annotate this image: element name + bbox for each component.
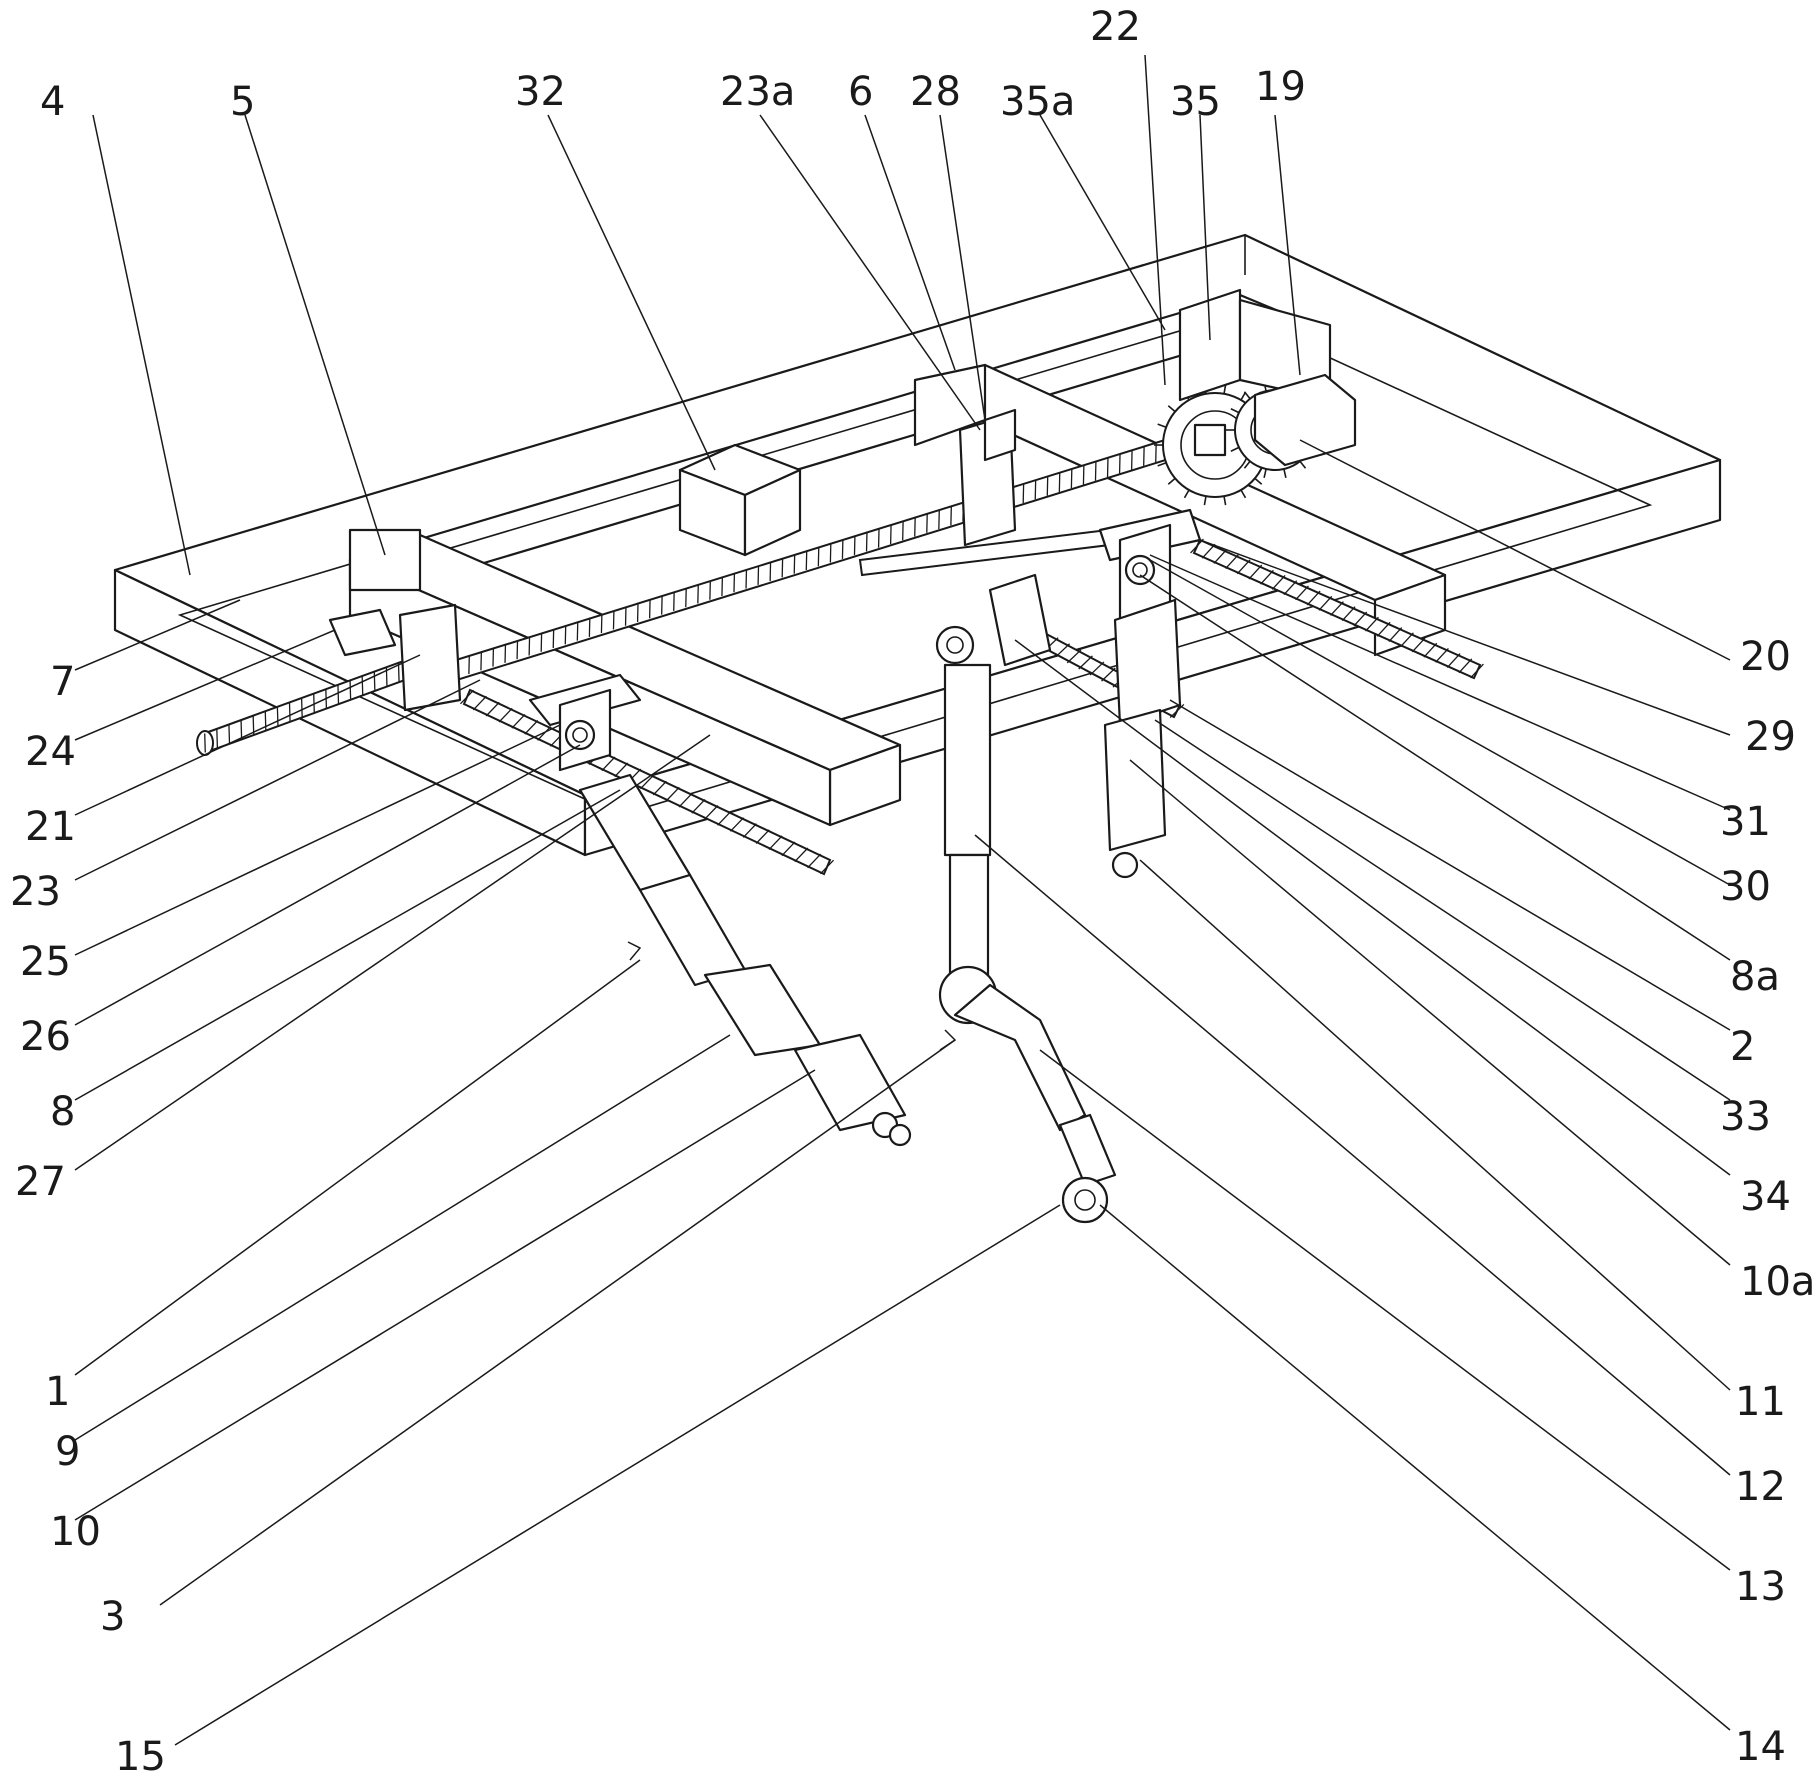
label-10: 10 xyxy=(50,1509,101,1555)
label-35a: 35a xyxy=(1000,79,1075,125)
label-2: 2 xyxy=(1730,1024,1755,1070)
label-24: 24 xyxy=(25,729,76,775)
label-5: 5 xyxy=(230,79,255,125)
label-23a: 23a xyxy=(720,69,795,115)
screw-thread xyxy=(302,698,303,717)
leader-lines xyxy=(75,55,1730,1745)
arm-2 xyxy=(1105,600,1180,877)
label-29: 29 xyxy=(1745,714,1796,760)
label-22: 22 xyxy=(1090,4,1141,50)
screw-thread xyxy=(205,734,206,753)
arm-3 xyxy=(940,665,1115,1222)
label-28: 28 xyxy=(910,69,961,115)
label-20: 20 xyxy=(1740,634,1791,680)
label-26: 26 xyxy=(20,1014,71,1060)
label-31: 31 xyxy=(1720,799,1771,845)
nut-block-28 xyxy=(960,410,1015,545)
label-35: 35 xyxy=(1170,79,1221,125)
label-8a: 8a xyxy=(1730,954,1780,1000)
label-21: 21 xyxy=(25,804,76,850)
label-27: 27 xyxy=(15,1159,66,1205)
screw-thread xyxy=(374,671,375,690)
screw-thread xyxy=(289,702,290,721)
screw-thread xyxy=(241,720,242,739)
label-32: 32 xyxy=(515,69,566,115)
label-10a: 10a xyxy=(1740,1259,1813,1305)
reference-labels: 4 5 32 23a 6 28 35a 22 35 19 7 24 21 23 … xyxy=(10,4,1813,1780)
label-6: 6 xyxy=(848,69,873,115)
screw-thread xyxy=(350,680,351,699)
label-3: 3 xyxy=(100,1594,125,1640)
label-13: 13 xyxy=(1735,1564,1786,1610)
label-11: 11 xyxy=(1735,1379,1786,1425)
label-8: 8 xyxy=(50,1089,75,1135)
label-34: 34 xyxy=(1740,1174,1791,1220)
label-15: 15 xyxy=(115,1734,166,1780)
screw-thread xyxy=(314,694,315,713)
label-19: 19 xyxy=(1255,64,1306,110)
label-7: 7 xyxy=(50,659,75,705)
label-4: 4 xyxy=(40,79,65,125)
screw-thread xyxy=(362,676,363,695)
screw-thread xyxy=(229,725,230,744)
label-9: 9 xyxy=(55,1429,80,1475)
screw-thread xyxy=(277,707,278,726)
label-33: 33 xyxy=(1720,1094,1771,1140)
label-25: 25 xyxy=(20,939,71,985)
label-23: 23 xyxy=(10,869,61,915)
label-14: 14 xyxy=(1735,1724,1786,1770)
screw-thread xyxy=(217,729,218,748)
label-1: 1 xyxy=(45,1369,70,1415)
label-12: 12 xyxy=(1735,1464,1786,1510)
label-30: 30 xyxy=(1720,864,1771,910)
screw-thread xyxy=(338,685,339,704)
